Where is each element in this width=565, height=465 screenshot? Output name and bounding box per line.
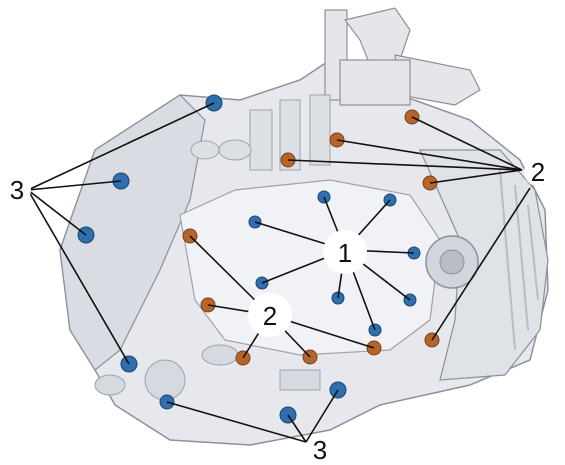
leader-line-2-right [429,169,523,184]
leader-line-3-left [27,189,87,236]
leader-line-2-right [336,139,523,171]
gearbox-housing [59,7,549,446]
callout-label-1: 1 [338,238,352,268]
leader-line-2-right [287,159,523,171]
leader-line-3-left [27,189,130,365]
leader-line-3-left [27,102,215,191]
leader-line-3-left [27,180,122,191]
callout-3-bottom: 3 [307,435,333,465]
shift-mechanism [324,7,481,106]
callout-label-3-bottom: 3 [313,435,327,465]
lower-bosses [94,344,321,401]
callout-2-center: 2 [248,293,292,337]
leader-line-3-bottom [166,401,307,443]
callout-2-right: 2 [524,157,552,187]
leader-line-2-right [431,187,531,341]
leader-line-3-bottom [287,414,307,443]
leader-line-3-bottom [305,389,339,443]
bell-housing [59,94,206,371]
bearing-boss-center [439,249,465,275]
callout-3-left: 3 [3,175,31,205]
side-cover [179,179,441,356]
callout-label-2-right: 2 [531,157,545,187]
callout-1: 1 [323,230,367,274]
upper-bosses [190,94,331,171]
leader-line-2-right [411,116,523,171]
callout-label-2-center: 2 [263,301,277,331]
callout-label-3-left: 3 [10,175,24,205]
